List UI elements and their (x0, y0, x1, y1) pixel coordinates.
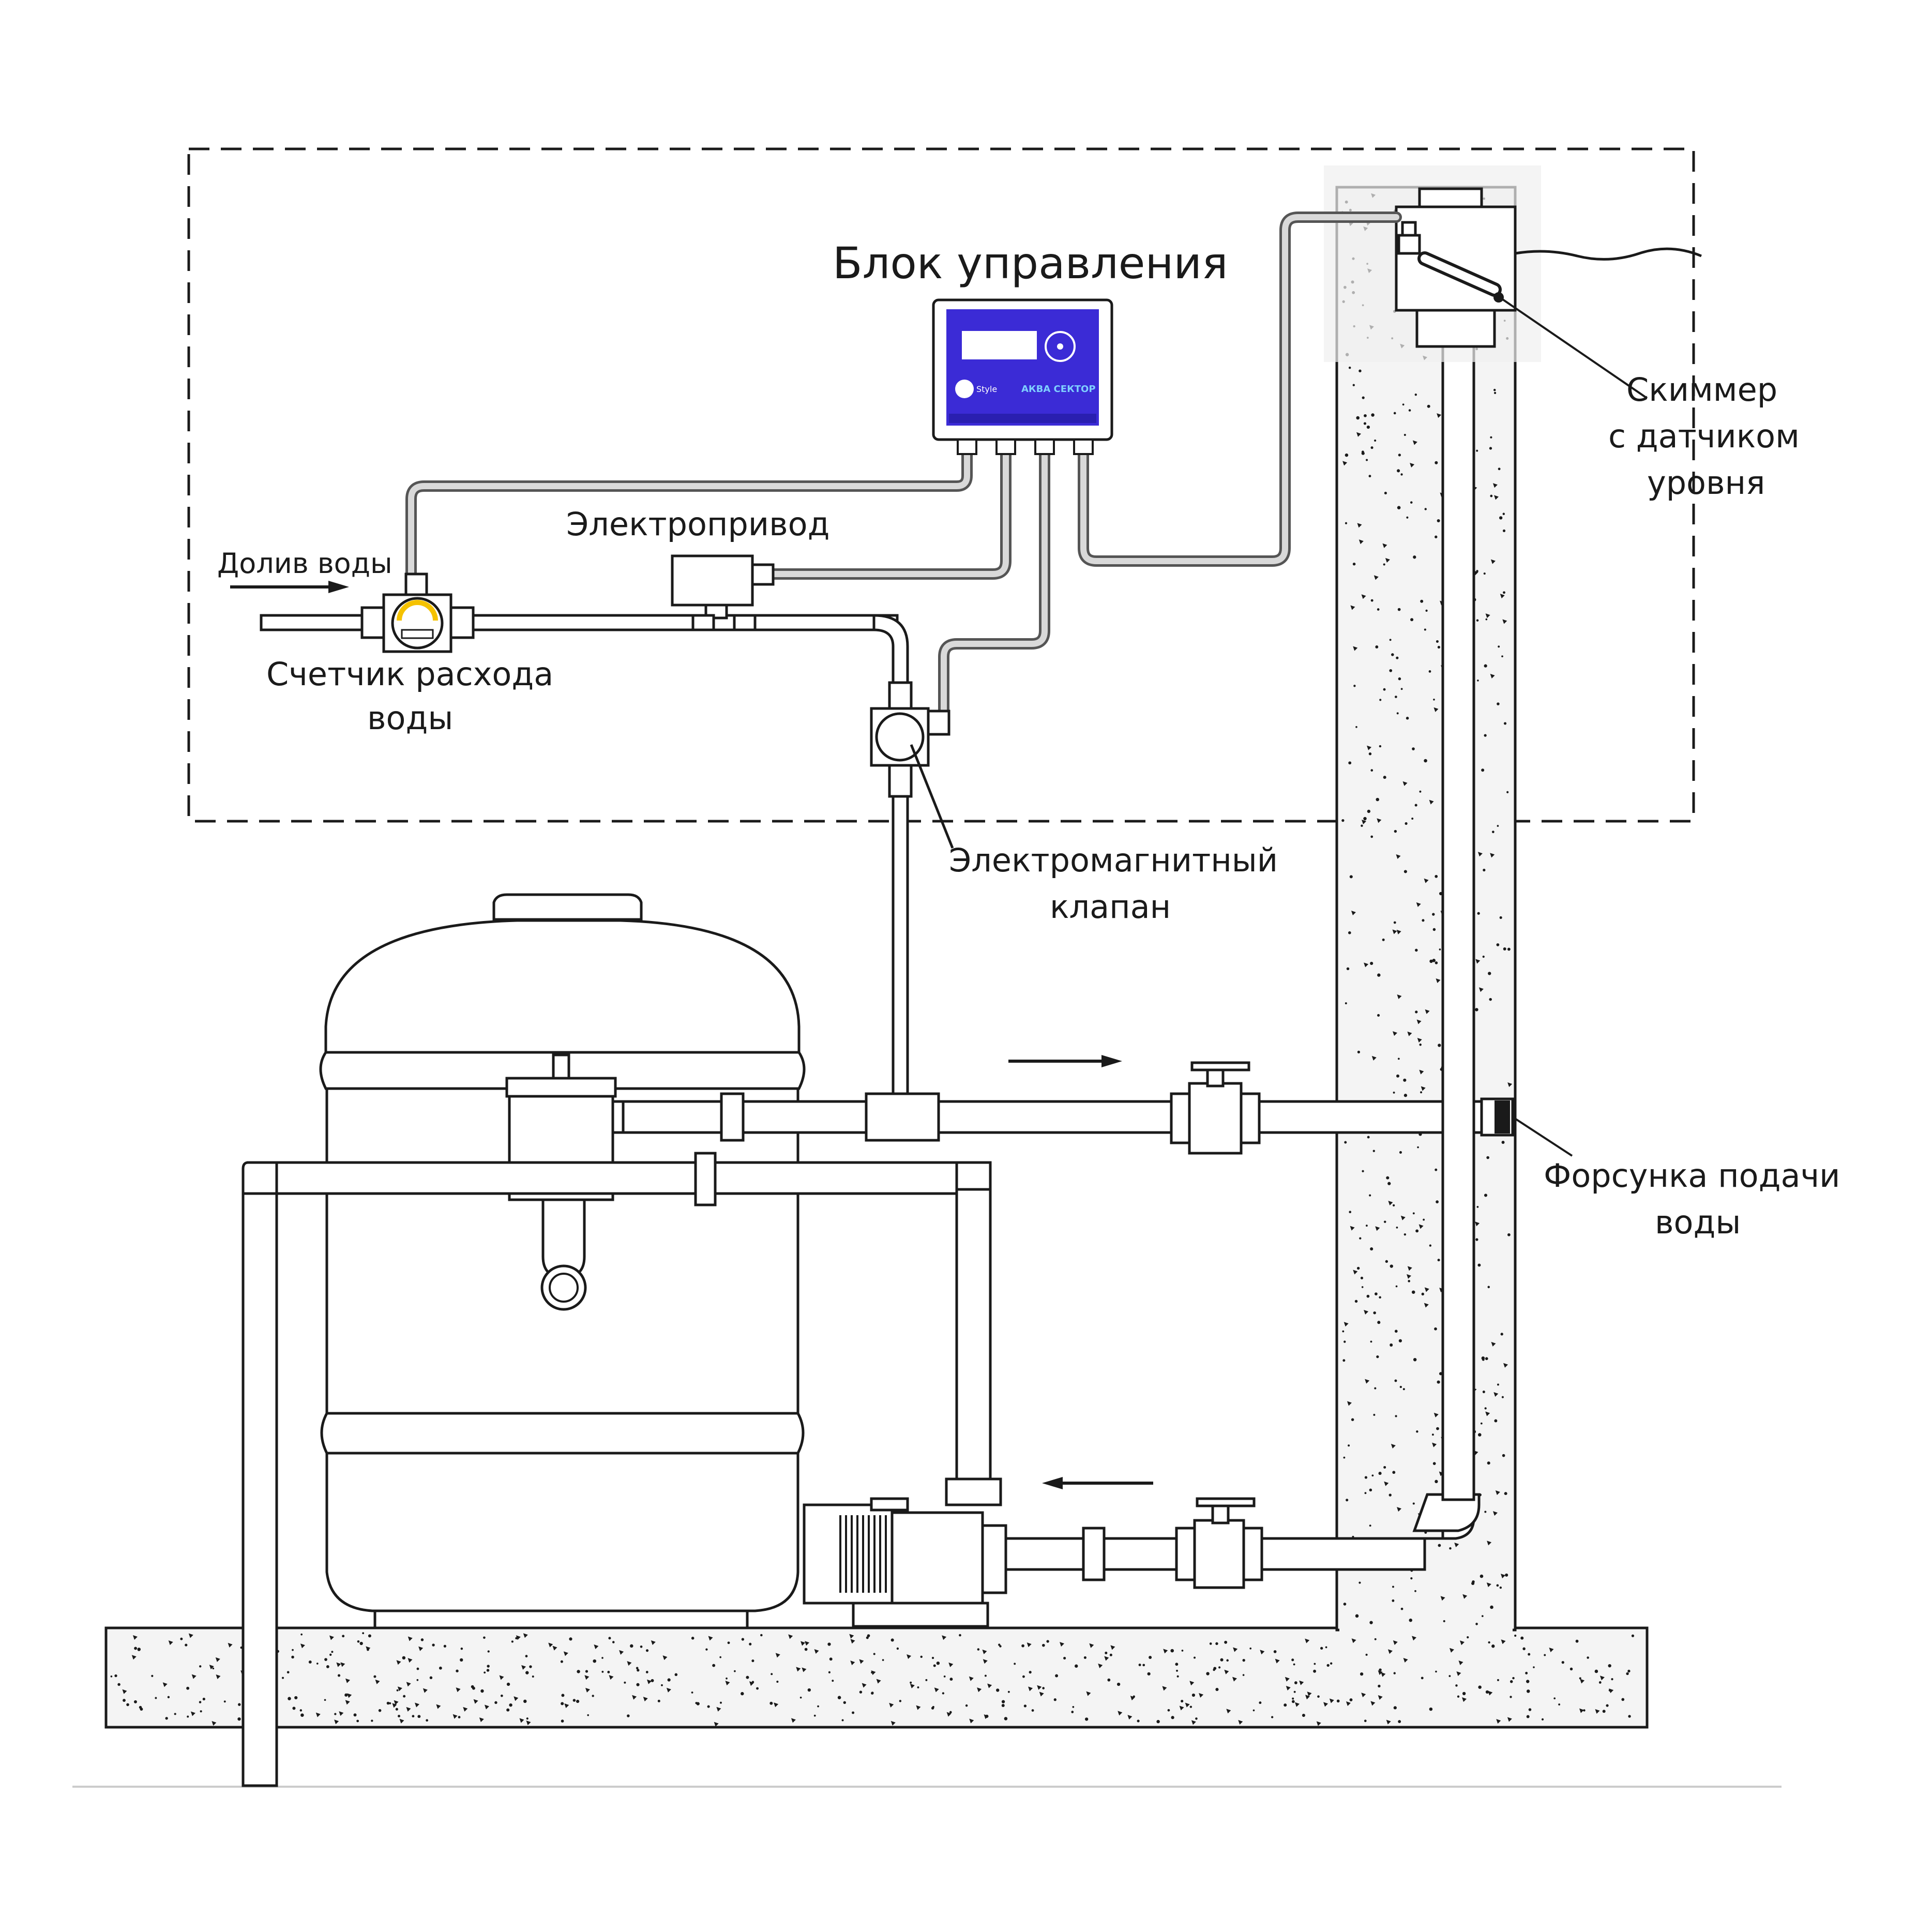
cable-glands (957, 439, 1094, 455)
filter-loop-pipe (242, 1152, 1002, 1787)
suction-pipe (1004, 345, 1481, 1589)
control-cables (405, 212, 1402, 722)
pool-wall (1335, 186, 1517, 1632)
panel-brand-logo: АКВА СЕКТОР (1021, 384, 1096, 395)
concrete-texture (110, 193, 1635, 1727)
label-solenoid-2: клапан (1050, 888, 1171, 926)
supply-pipe (622, 1061, 1514, 1155)
arrow-left-icon (1042, 1477, 1153, 1489)
label-flow-meter-2: воды (367, 699, 453, 737)
label-skimmer-2: с датчиком (1608, 417, 1800, 455)
ground-slab (104, 1626, 1649, 1729)
circulation-pump (803, 1497, 1007, 1628)
label-solenoid-1: Электромагнитный (949, 841, 1278, 879)
nozzle-leader (1512, 1116, 1573, 1157)
label-nozzle-1: Форсунка подачи (1544, 1157, 1840, 1195)
refill-line (260, 554, 954, 1095)
label-water-refill: Долив воды (217, 547, 393, 580)
panel-style-logo: Style (976, 384, 997, 394)
control-unit-screen (946, 309, 1099, 426)
sand-filter-tank (319, 893, 806, 1629)
pump-motor-fins (839, 1515, 887, 1593)
control-unit: Style АКВА СЕКТОР (932, 298, 1113, 455)
label-skimmer-1: Скиммер (1626, 371, 1777, 409)
refill-arrow-icon (230, 581, 349, 593)
skimmer (1324, 165, 1702, 399)
label-nozzle-2: воды (1655, 1203, 1741, 1241)
label-flow-meter-1: Счетчик расхода (266, 655, 553, 693)
arrow-right-icon (1008, 1055, 1122, 1067)
label-control-unit: Блок управления (833, 238, 1228, 289)
label-skimmer-3: уровня (1647, 464, 1765, 502)
label-electric-drive: Электропривод (566, 505, 829, 543)
